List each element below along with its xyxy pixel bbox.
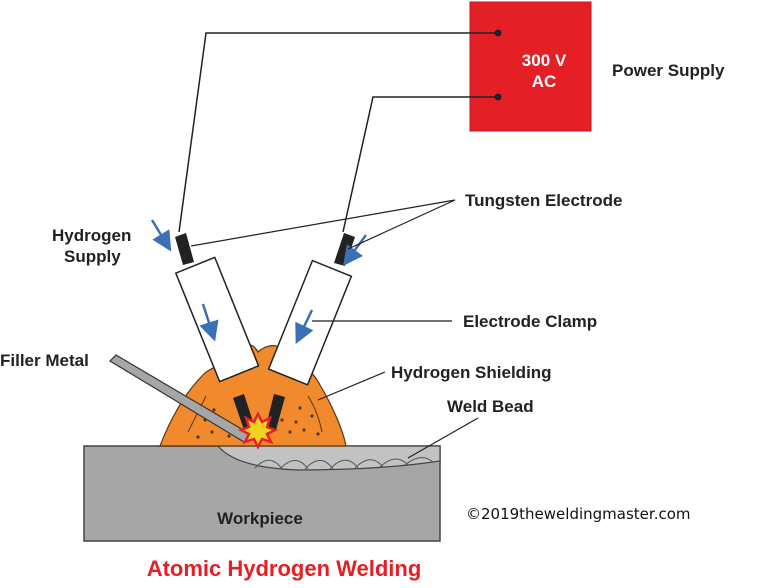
power-supply-voltage: 300 V: [522, 51, 567, 70]
right-wire: [342, 96, 498, 233]
hydrogen-flow-arrows: [150, 219, 368, 345]
label-hydrogen-supply-line1: Hydrogen: [52, 226, 131, 245]
power-supply-type: AC: [532, 72, 557, 91]
leader-lines: [190, 199, 479, 459]
label-workpiece: Workpiece: [217, 509, 303, 528]
left-electrode-clamp: [174, 256, 260, 383]
left-terminal: [494, 29, 502, 37]
flow-arrow-left-clamp: [199, 303, 219, 342]
power-supply-box: [469, 1, 592, 132]
copyright-notice: ©2019theweldingmaster.com: [466, 505, 691, 523]
label-hydrogen-supply-line2: Supply: [64, 247, 121, 266]
label-filler-metal: Filler Metal: [0, 351, 89, 370]
label-electrode-clamp: Electrode Clamp: [463, 312, 597, 331]
left-wire: [178, 32, 498, 233]
right-electrode-assembly: [267, 259, 353, 386]
leader-tungsten-left: [190, 199, 456, 247]
leader-weld-bead: [407, 417, 479, 459]
arc-spark: [237, 411, 279, 450]
right-tungsten-electrode-tip: [266, 394, 285, 430]
leader-tungsten-right: [347, 199, 456, 250]
right-electrode-clamp: [267, 259, 353, 386]
label-hydrogen-shielding: Hydrogen Shielding: [391, 363, 552, 382]
right-terminal: [494, 93, 502, 101]
supply-wires: [178, 32, 498, 233]
label-tungsten-electrode: Tungsten Electrode: [465, 191, 622, 210]
diagram-title: Atomic Hydrogen Welding: [147, 556, 422, 581]
label-weld-bead: Weld Bead: [447, 397, 534, 416]
left-tungsten-electrode-top: [175, 233, 194, 265]
leader-hydrogen-shielding: [317, 371, 386, 401]
flow-arrow-right-clamp: [295, 309, 314, 345]
flow-arrow-left-top: [150, 219, 172, 252]
right-tungsten-electrode-top: [334, 233, 355, 266]
power-supply-label: Power Supply: [612, 61, 725, 80]
weld-bead: [216, 445, 441, 471]
left-electrode-assembly: [174, 256, 260, 383]
flow-arrow-right-top: [343, 234, 368, 267]
